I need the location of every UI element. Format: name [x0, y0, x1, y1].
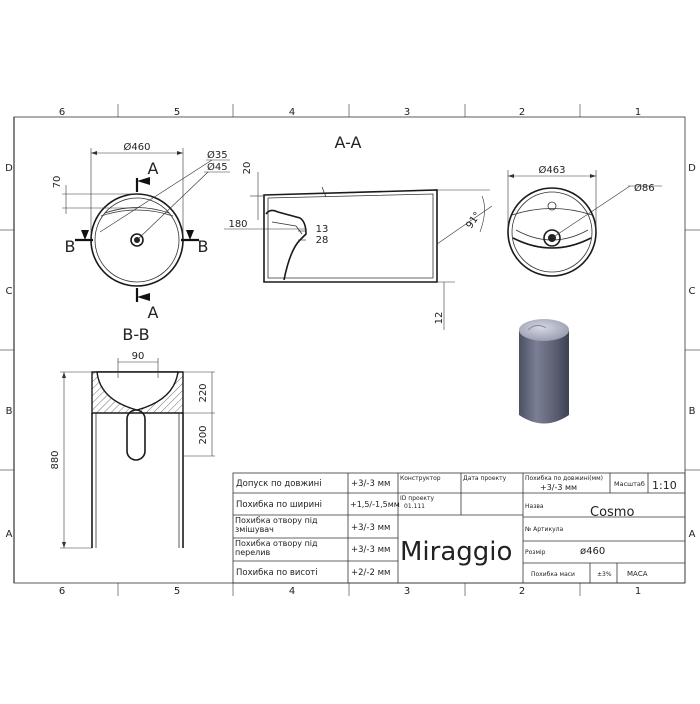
product-3d-render — [519, 319, 569, 424]
col-label-bottom-6: 6 — [59, 586, 65, 597]
project-date-label: Дата проекту — [463, 475, 507, 482]
col-label-bottom-1: 1 — [635, 586, 641, 597]
tolerance-label-2: Похибка по ширині — [236, 500, 322, 510]
col-label-top-5: 5 — [174, 107, 180, 118]
dim-20: 20 — [242, 162, 253, 175]
top-view-left — [62, 148, 230, 302]
dim-diameter-463: Ø463 — [539, 164, 566, 176]
size-label: Розмір — [525, 549, 546, 556]
col-label-top-3: 3 — [404, 107, 410, 118]
tolerance-label-1: Допуск по довжині — [236, 479, 322, 489]
drawing-frame — [0, 104, 700, 596]
section-aa-title: A-A — [335, 133, 362, 152]
row-label-left-a: A — [6, 529, 13, 540]
dim-28: 28 — [316, 235, 329, 246]
length-tolerance-value: +3/-3 мм — [540, 483, 577, 492]
tolerance-label-3: Похибка отвору під змішувач — [235, 516, 318, 534]
dim-220: 220 — [198, 383, 209, 402]
row-label-right-d: D — [688, 163, 696, 174]
row-label-right-c: C — [689, 286, 696, 297]
tolerance-value-3: +3/-3 мм — [351, 523, 390, 533]
product-name: Cosmo — [590, 505, 634, 520]
project-id-value: 01.111 — [404, 503, 425, 510]
col-label-top-1: 1 — [635, 107, 641, 118]
size-value: ø460 — [580, 546, 605, 557]
tolerance-value-1: +3/-3 мм — [351, 479, 390, 489]
dim-880: 880 — [50, 450, 61, 469]
col-label-top-4: 4 — [289, 107, 295, 118]
col-label-bottom-5: 5 — [174, 586, 180, 597]
col-label-top-2: 2 — [519, 107, 525, 118]
section-label-a-bottom: A — [148, 303, 159, 322]
project-id-label: ID проекту — [400, 495, 435, 502]
dim-angle-91: 91° — [464, 210, 483, 231]
col-label-bottom-3: 3 — [404, 586, 410, 597]
section-label-b-right: B — [198, 237, 209, 256]
mass-tolerance-value: ±3% — [597, 571, 612, 578]
dim-diameter-35: Ø35 — [207, 149, 228, 161]
dim-180: 180 — [228, 219, 247, 230]
mass-label: МАСА — [627, 570, 648, 578]
dim-diameter-460: Ø460 — [124, 141, 151, 153]
col-label-bottom-4: 4 — [289, 586, 295, 597]
tolerance-label-5: Похибка по висоті — [236, 568, 318, 578]
dim-200: 200 — [198, 425, 209, 444]
row-label-left-d: D — [5, 163, 13, 174]
tolerance-value-5: +2/-2 мм — [351, 568, 390, 578]
name-label: Назва — [525, 503, 544, 510]
dim-90: 90 — [132, 351, 145, 362]
dim-12: 12 — [434, 312, 445, 325]
dim-diameter-86: Ø86 — [634, 182, 655, 194]
section-aa-drawing — [224, 172, 493, 330]
title-block — [232, 472, 686, 584]
brand-logo-text: Miraggio — [400, 537, 512, 567]
tolerance-value-4: +3/-3 мм — [351, 545, 390, 555]
row-label-right-a: A — [689, 529, 696, 540]
constructor-label: Конструктор — [400, 475, 441, 482]
dim-diameter-45: Ø45 — [207, 161, 228, 173]
col-label-top-6: 6 — [59, 107, 65, 118]
section-bb-title: B-B — [122, 325, 149, 344]
tolerance-label-4: Похибка отвору під перелив — [235, 539, 318, 557]
scale-label: Масштаб — [614, 480, 645, 488]
col-label-bottom-2: 2 — [519, 586, 525, 597]
tolerance-value-2: +1,5/-1,5мм — [350, 500, 400, 509]
dim-13: 13 — [316, 224, 329, 235]
row-label-right-b: B — [689, 406, 696, 417]
section-bb-drawing — [60, 358, 215, 549]
section-label-b-left: B — [65, 237, 76, 256]
mass-tolerance-label: Похибка маси — [531, 571, 575, 578]
dim-70: 70 — [52, 176, 63, 189]
article-label: № Артикула — [525, 526, 563, 533]
length-tolerance-label: Похибка по довжині(мм) — [525, 475, 603, 482]
scale-value: 1:10 — [652, 479, 677, 492]
row-label-left-c: C — [6, 286, 13, 297]
row-label-left-b: B — [6, 406, 13, 417]
top-view-right — [507, 170, 662, 277]
section-label-a-top: A — [148, 159, 159, 178]
